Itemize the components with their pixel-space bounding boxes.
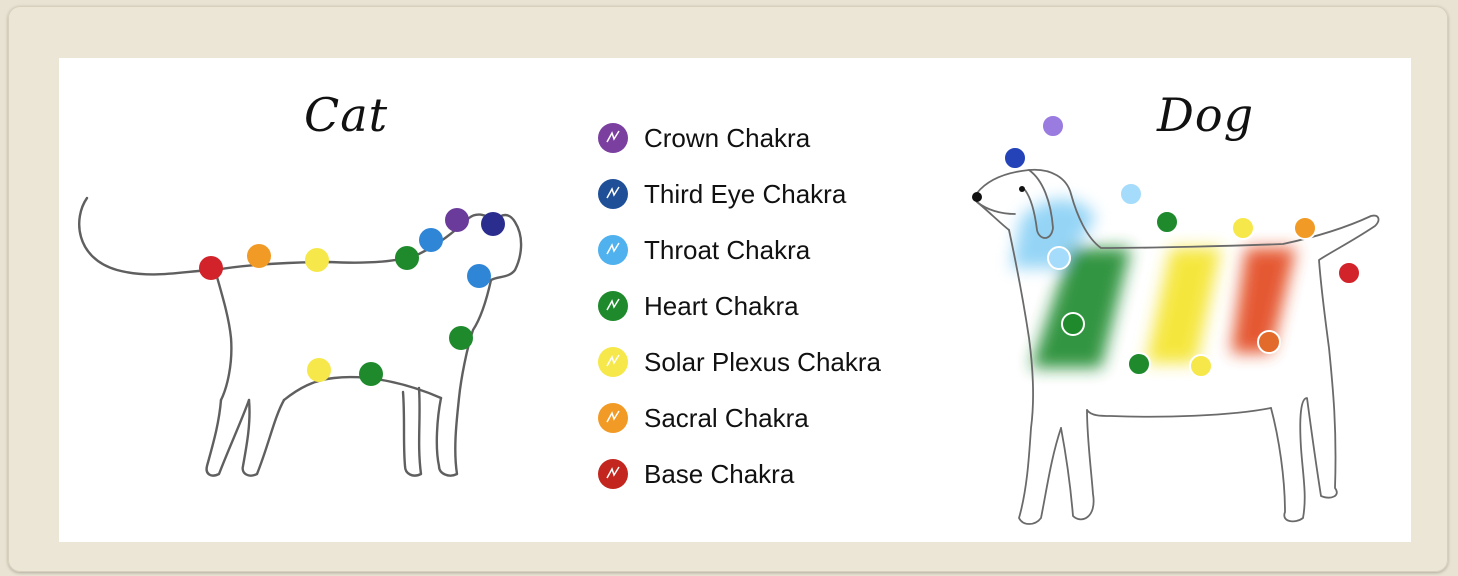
cat-sacral-dot — [247, 244, 271, 268]
dog-sacral-dot-back — [1293, 216, 1317, 240]
legend-label-throat: Throat Chakra — [644, 234, 811, 265]
base-chakra-icon — [598, 459, 628, 489]
legend-item-sacral: Sacral Chakra — [596, 400, 809, 436]
dog-heart-dot-chest — [1061, 312, 1085, 336]
dog-heart-dot-belly — [1127, 352, 1151, 376]
dog-title: Dog — [1157, 88, 1255, 142]
dog-base-dot — [1337, 261, 1361, 285]
heart-chakra-icon — [598, 291, 628, 321]
legend-item-solar-plexus: Solar Plexus Chakra — [596, 344, 881, 380]
legend-item-heart: Heart Chakra — [596, 288, 799, 324]
solar-plexus-chakra-icon — [598, 347, 628, 377]
dog-crown-dot — [1041, 114, 1065, 138]
diagram-panel: Cat Dog — [59, 58, 1411, 542]
cat-heart-dot — [395, 246, 419, 270]
cat-solar-plexus-dot-lower — [307, 358, 331, 382]
legend-label-third-eye: Third Eye Chakra — [644, 178, 847, 209]
cat-throat-dot-lower — [467, 264, 491, 288]
dog-solar-plexus-dot-belly — [1189, 354, 1213, 378]
legend-item-third-eye: Third Eye Chakra — [596, 176, 846, 212]
dog-chakra-dots — [1003, 114, 1361, 378]
dog-illustration — [972, 114, 1380, 525]
legend-item-crown: Crown Chakra — [596, 120, 810, 156]
cat-third-eye-dot — [481, 212, 505, 236]
legend-label-sacral: Sacral Chakra — [644, 402, 809, 433]
cat-heart-dot-lower — [449, 326, 473, 350]
dog-third-eye-dot — [1003, 146, 1027, 170]
legend-label-crown: Crown Chakra — [644, 122, 811, 153]
dog-throat-dot-neck — [1119, 182, 1143, 206]
legend-label-solar-plexus: Solar Plexus Chakra — [644, 346, 881, 377]
cat-heart-dot-belly — [359, 362, 383, 386]
dog-throat-dot-chest — [1047, 246, 1071, 270]
image-frame: Cat Dog — [8, 6, 1448, 572]
dog-heart-dot-back — [1155, 210, 1179, 234]
cat-solar-plexus-dot — [305, 248, 329, 272]
legend-item-throat: Throat Chakra — [596, 232, 810, 268]
cat-throat-dot-upper — [419, 228, 443, 252]
throat-chakra-icon — [598, 235, 628, 265]
cat-illustration — [78, 196, 523, 477]
third-eye-chakra-icon — [598, 179, 628, 209]
crown-chakra-icon — [598, 123, 628, 153]
dog-solar-plexus-dot-back — [1231, 216, 1255, 240]
legend-label-base: Base Chakra — [644, 458, 795, 489]
cat-title: Cat — [304, 88, 389, 142]
cat-chakra-dots — [199, 208, 505, 386]
dog-sacral-dot-belly — [1257, 330, 1281, 354]
cat-crown-dot — [445, 208, 469, 232]
legend-item-base: Base Chakra — [596, 456, 794, 492]
legend-label-heart: Heart Chakra — [644, 290, 799, 321]
sacral-chakra-icon — [598, 403, 628, 433]
cat-base-dot — [199, 256, 223, 280]
